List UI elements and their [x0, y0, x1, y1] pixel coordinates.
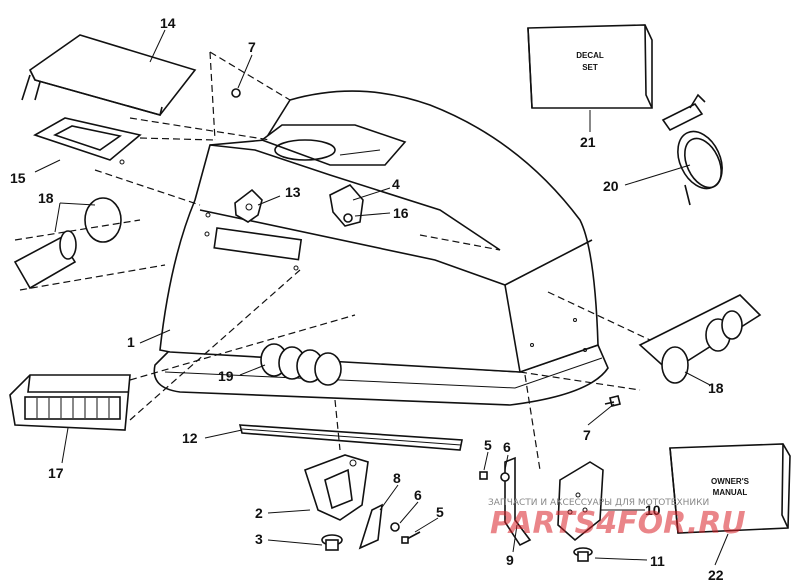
label-21: 21: [580, 134, 596, 150]
grommet-11: [573, 547, 593, 562]
decal-left: [13, 197, 122, 290]
label-19: 19: [218, 368, 234, 384]
watermark-caption: ЗАПЧАСТИ И АКСЕССУАРЫ ДЛЯ МОТОТЕХНИКИ: [488, 498, 709, 508]
decal-box-line1: DECAL: [576, 51, 604, 60]
manual-box-line2: MANUAL: [713, 488, 748, 497]
latch-bracket-13: [234, 188, 263, 223]
screw-right-5: [479, 471, 488, 480]
watermark-brand: PARTS4FOR.RU: [490, 506, 746, 541]
label-6-right: 6: [503, 439, 511, 455]
label-5-right: 5: [484, 437, 492, 453]
seal-strip: [238, 424, 463, 451]
label-10: 10: [645, 502, 661, 518]
label-8: 8: [393, 470, 401, 486]
label-3: 3: [255, 531, 263, 547]
latch-bracket-4: [329, 184, 364, 227]
mount-bracket: [304, 454, 369, 521]
label-16: 16: [393, 205, 409, 221]
label-18-left: 18: [38, 190, 54, 206]
label-17: 17: [48, 465, 64, 481]
label-9: 9: [506, 552, 514, 568]
label-5-lower: 5: [436, 504, 444, 520]
air-grille: [9, 374, 131, 431]
owners-manual-box: OWNER'S MANUAL: [669, 443, 791, 534]
decal-box-line2: SET: [582, 63, 598, 72]
number-leaders: [34, 29, 729, 566]
label-13: 13: [285, 184, 301, 200]
lanyard-cord: [661, 93, 723, 206]
label-4: 4: [392, 176, 400, 192]
decal-right: [638, 294, 762, 384]
manual-box-line1: OWNER'S: [711, 477, 750, 486]
screw-lower: [604, 395, 621, 407]
engine-cover: [153, 90, 609, 406]
label-14: 14: [160, 15, 176, 31]
washer-right-6: [500, 472, 510, 482]
assembly-lines: [14, 51, 651, 471]
washer-lower: [390, 522, 400, 532]
label-2: 2: [255, 505, 263, 521]
watermark: ЗАПЧАСТИ И АКСЕССУАРЫ ДЛЯ МОТОТЕХНИКИ PA…: [488, 498, 746, 541]
label-1: 1: [127, 334, 135, 350]
spring-clip-9: [504, 456, 532, 547]
latch-assembly: [557, 461, 604, 542]
label-7-top: 7: [248, 39, 256, 55]
screw-top: [231, 88, 241, 98]
grommet-3: [321, 534, 343, 551]
label-12: 12: [182, 430, 198, 446]
spring-clip: [358, 503, 383, 550]
label-6-lower: 6: [414, 487, 422, 503]
access-lid: [21, 34, 197, 116]
part-numbers: 14 7 15 18 13 4 16 1 19 17 12 2 3 8 6 5 …: [10, 15, 724, 583]
label-15: 15: [10, 170, 26, 186]
seal-ring: [33, 117, 142, 165]
label-18-right: 18: [708, 380, 724, 396]
label-22: 22: [708, 567, 724, 583]
screw-lower-5: [401, 531, 421, 544]
decal-set-box: DECAL SET: [527, 24, 653, 109]
decal-circles: [260, 343, 342, 386]
label-20: 20: [603, 178, 619, 194]
label-7-lower: 7: [583, 427, 591, 443]
label-11: 11: [650, 553, 665, 569]
